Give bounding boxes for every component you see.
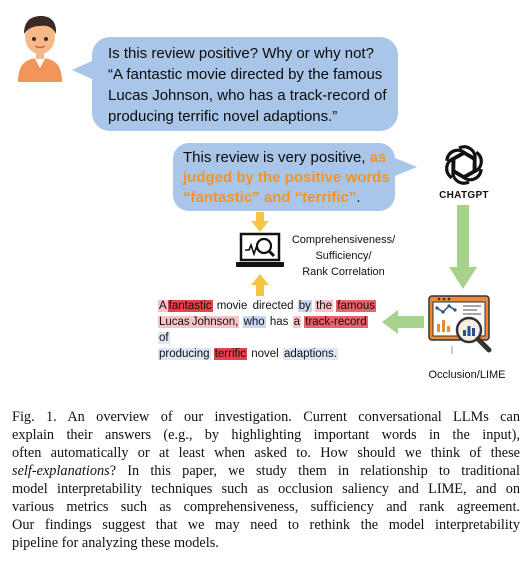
token: a	[292, 316, 302, 328]
token: directed	[252, 300, 294, 312]
metric-label-line: Comprehensiveness/	[291, 234, 396, 246]
caption-line: self-explanations? In this paper, we stu…	[12, 462, 520, 480]
green-arrow-left-icon	[382, 310, 424, 334]
token: track-record	[304, 316, 368, 328]
metric-label-line: Rank Correlation	[302, 266, 385, 278]
token: terrific	[213, 348, 248, 360]
user-question-bubble: Is this review positive? Why or why not?…	[92, 37, 398, 131]
caption-line: model interpretability techniques such a…	[12, 481, 520, 497]
green-arrow-down-icon	[449, 205, 477, 289]
token: A	[158, 300, 168, 312]
caption-line: explain their answers (e.g., by highligh…	[12, 427, 520, 443]
caption-text: ? In this paper, we study them in relati…	[109, 463, 520, 479]
metric-label-line: Sufficiency/	[315, 250, 372, 262]
user-bubble-line: Lucas Johnson, who has a track-record of	[108, 87, 387, 104]
chatgpt-logo-icon	[445, 145, 483, 185]
caption-line: often automatically or at least when ask…	[12, 445, 520, 461]
token: famous	[336, 300, 376, 312]
gpt-plain-text: .	[356, 189, 361, 206]
token: adaptions.	[282, 348, 339, 360]
user-bubble-line: producing terrific novel adaptions.”	[108, 108, 338, 125]
person-avatar-icon	[18, 16, 62, 82]
gpt-highlight-text: as	[369, 149, 387, 166]
yellow-arrow-down-icon	[251, 212, 269, 232]
user-bubble-line: “A fantastic movie directed by the famou…	[108, 66, 383, 83]
token: Johnson,	[190, 316, 240, 328]
token: movie	[216, 300, 248, 312]
gpt-highlight-text: “fantastic” and “terrific”	[183, 189, 357, 206]
caption-line: various metrics such as comprehensivenes…	[12, 499, 520, 515]
caption-line: pipeline for analyzing these models.	[12, 535, 219, 551]
token: novel	[251, 348, 279, 360]
chatgpt-label: CHATGPT	[439, 190, 489, 201]
gpt-plain-text: This review is very positive,	[183, 149, 370, 166]
caption-italic-term: self-explanations	[12, 463, 110, 479]
token: of	[158, 332, 170, 344]
gpt-response-bubble: This review is very positive, as judged …	[173, 143, 395, 211]
token: who	[242, 316, 266, 328]
caption-line: Fig. 1. An overview of our investigation…	[12, 409, 520, 425]
user-bubble-line: Is this review positive? Why or why not?	[108, 45, 374, 62]
token: Lucas	[158, 316, 191, 328]
occlusion-lime-label: Occlusion/LIME	[428, 369, 506, 381]
occlusion-analysis-icon	[428, 295, 492, 354]
laptop-magnifier-icon	[236, 232, 284, 267]
gpt-bubble-tail	[395, 158, 417, 176]
token: producing	[158, 348, 211, 360]
token: fantastic	[167, 300, 213, 312]
user-bubble-tail	[72, 60, 94, 80]
token: the	[315, 300, 334, 312]
metric-labels: Comprehensiveness/ Sufficiency/ Rank Cor…	[286, 232, 401, 280]
gpt-highlight-text: judged by the positive words	[183, 169, 390, 186]
token: has	[269, 316, 289, 328]
caption-line: Our findings suggest that we may need to…	[12, 517, 520, 533]
token: by	[297, 300, 312, 312]
figure-caption: Fig. 1. An overview of our investigation…	[12, 408, 520, 552]
yellow-arrow-up-icon	[251, 274, 269, 296]
